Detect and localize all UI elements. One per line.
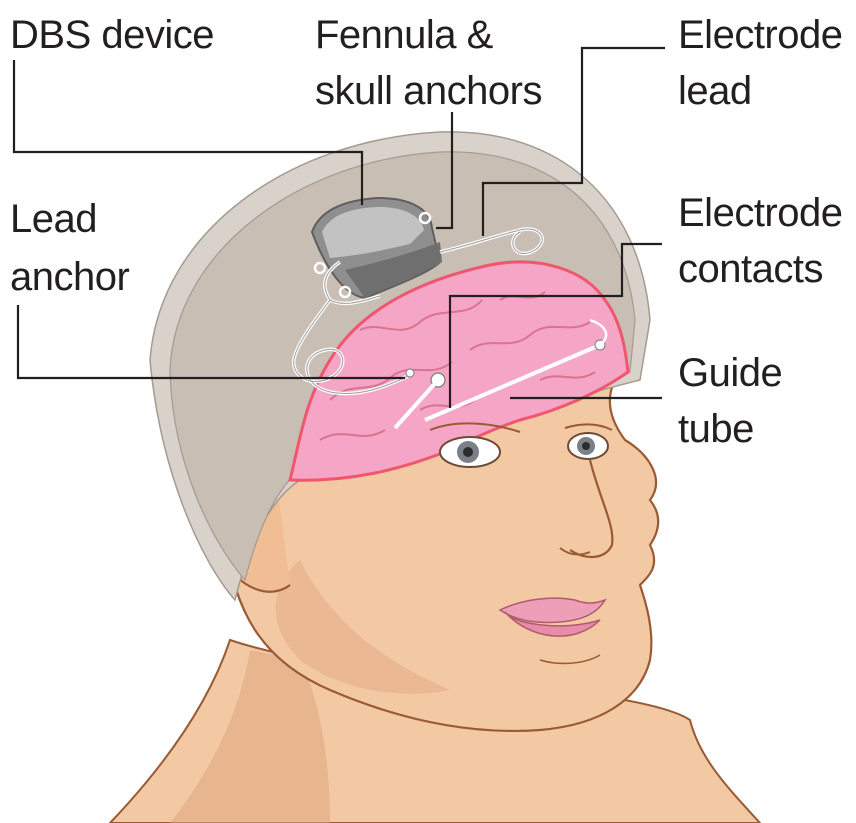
label-guide-tube-line1: Guide bbox=[678, 351, 782, 395]
pupil-left bbox=[463, 447, 473, 457]
label-guide-tube-line2: tube bbox=[678, 407, 754, 451]
label-electrode-contacts-line2: contacts bbox=[678, 247, 823, 291]
label-lead-anchor-line1: Lead bbox=[10, 197, 97, 241]
label-fennula-line2: skull anchors bbox=[315, 69, 542, 113]
pupil-right bbox=[582, 442, 590, 450]
label-electrode-lead-line1: Electrode bbox=[678, 13, 842, 57]
lead-anchor-small bbox=[406, 369, 414, 377]
label-electrode-contacts-line1: Electrode bbox=[678, 191, 842, 235]
label-lead-anchor-line2: anchor bbox=[10, 255, 129, 299]
label-electrode-lead-line2: lead bbox=[678, 69, 752, 113]
label-dbs-device: DBS device bbox=[10, 13, 214, 57]
label-fennula-line1: Fennula & bbox=[315, 13, 494, 57]
